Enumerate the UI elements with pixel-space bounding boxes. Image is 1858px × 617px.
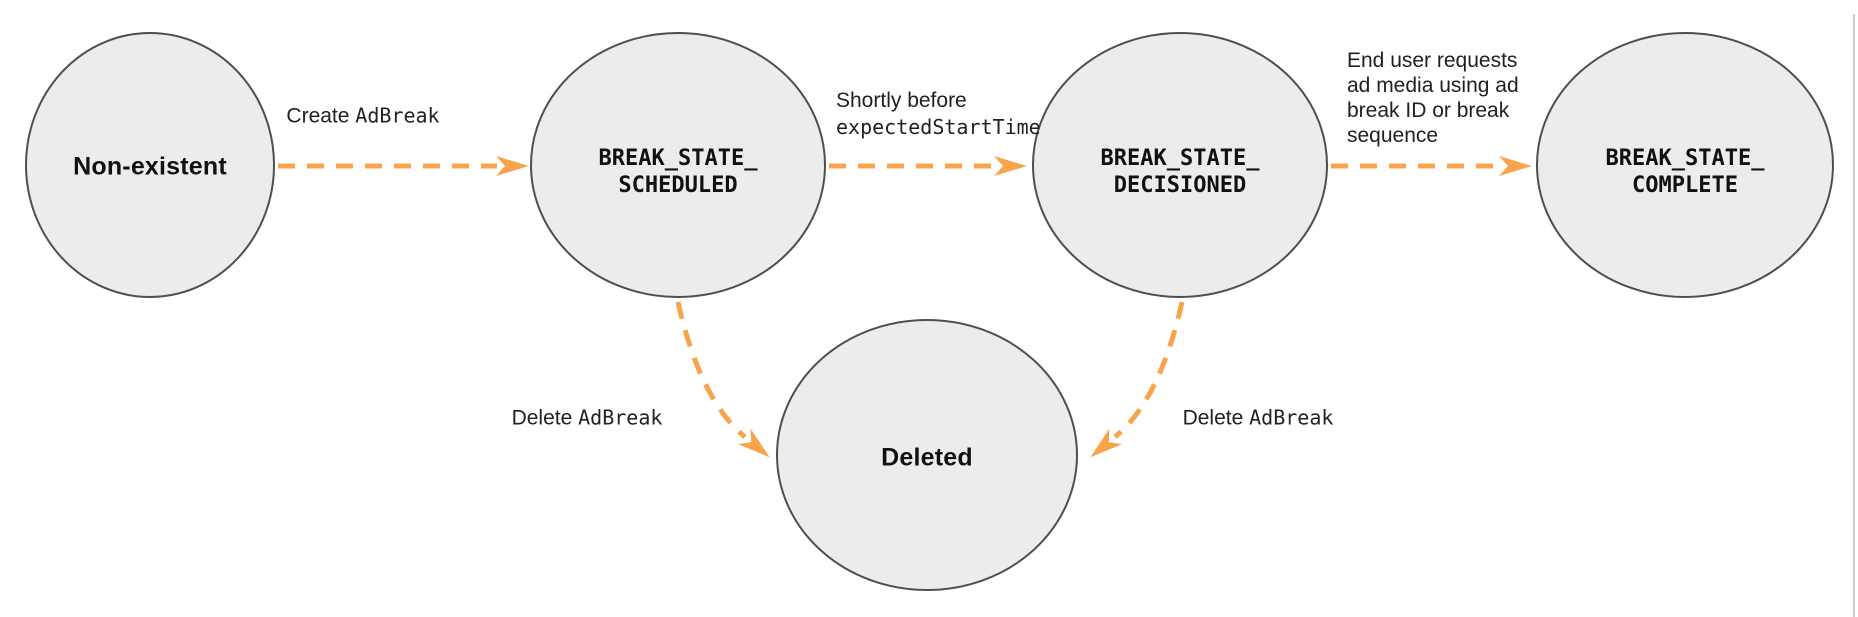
edge-label-line: ad media using ad: [1347, 74, 1519, 97]
edge-label-end-user-request: End user requests ad media using ad brea…: [1347, 48, 1519, 148]
edge-label-create-adbreak: Create AdBreak: [286, 103, 439, 130]
edge-delete-adbreak-right-arrow: [1090, 301, 1185, 458]
edge-label-line: sequence: [1347, 124, 1439, 147]
edge-label-text: Delete: [511, 406, 573, 430]
node-label-line: COMPLETE: [1632, 173, 1738, 198]
edge-label-shortly-before: Shortly before expectedStartTime: [836, 88, 1041, 140]
node-label-line: DECISIONED: [1113, 173, 1247, 198]
node-label-line: BREAK_STATE_: [1605, 146, 1765, 171]
edge-label-text: Shortly before: [836, 89, 967, 112]
node-label-line: SCHEDULED: [618, 173, 738, 198]
node-label-break-state-complete: BREAK_STATE_ COMPLETE: [1606, 145, 1765, 199]
edge-label-delete-adbreak-left: Delete AdBreak: [512, 405, 663, 432]
edge-label-code: expectedStartTime: [836, 115, 1041, 139]
edge-label-line: End user requests: [1347, 49, 1518, 72]
edge-label-text: Create: [286, 104, 350, 128]
node-label-break-state-scheduled: BREAK_STATE_ SCHEDULED: [599, 145, 758, 199]
node-label-break-state-decisioned: BREAK_STATE_ DECISIONED: [1101, 145, 1260, 199]
node-non-existent-circle: [25, 32, 275, 298]
node-deleted-circle: [776, 319, 1078, 591]
edge-label-code: AdBreak: [355, 103, 440, 128]
node-label-line: BREAK_STATE_: [1100, 146, 1260, 171]
node-label-deleted: Deleted: [881, 443, 973, 472]
node-break-state-scheduled-circle: [530, 32, 826, 298]
edge-label-delete-adbreak-right: Delete AdBreak: [1183, 405, 1334, 432]
node-label-non-existent: Non-existent: [73, 152, 227, 181]
node-break-state-decisioned-circle: [1032, 32, 1328, 298]
edge-delete-adbreak-left-arrow: [675, 301, 770, 458]
edge-label-code: AdBreak: [578, 405, 663, 430]
node-label-line: BREAK_STATE_: [598, 146, 758, 171]
edge-label-line: break ID or break: [1347, 99, 1510, 122]
edge-label-code: AdBreak: [1249, 405, 1334, 430]
node-break-state-complete-circle: [1536, 32, 1834, 298]
edge-label-text: Delete: [1182, 406, 1244, 430]
